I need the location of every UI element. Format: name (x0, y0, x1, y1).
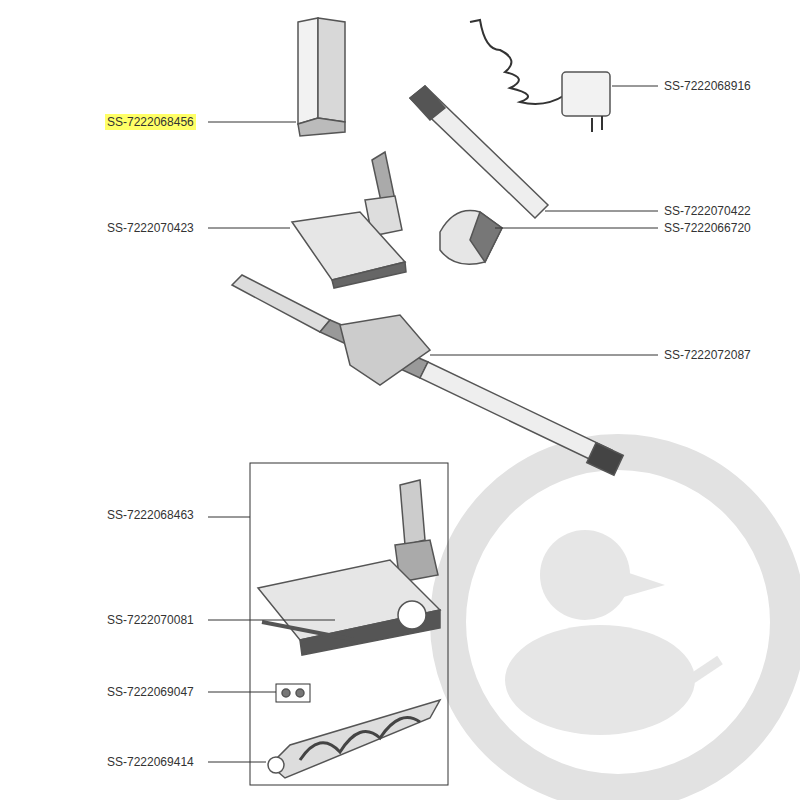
wall-mount (298, 18, 345, 136)
charger (470, 20, 658, 132)
watermark-logo (448, 452, 788, 792)
floor-nozzle (208, 463, 448, 785)
part-number: SS-7222069414 (105, 754, 196, 770)
dusting-brush (440, 211, 658, 265)
part-number: SS-7222066720 (662, 220, 753, 236)
part-number: SS-7222068456 (105, 114, 196, 130)
part-number: SS-7222069047 (105, 684, 196, 700)
part-number: SS-7222070423 (105, 220, 196, 236)
part-number: SS-7222070081 (105, 612, 196, 628)
extension-tube (232, 275, 658, 475)
part-number: SS-7222072087 (662, 347, 753, 363)
leader-line (208, 122, 296, 123)
mini-brush (208, 152, 406, 288)
part-number: SS-7222070422 (662, 203, 753, 219)
crevice-tool (410, 86, 658, 218)
part-number: SS-7222068916 (662, 78, 753, 94)
part-number: SS-7222068463 (105, 507, 196, 523)
